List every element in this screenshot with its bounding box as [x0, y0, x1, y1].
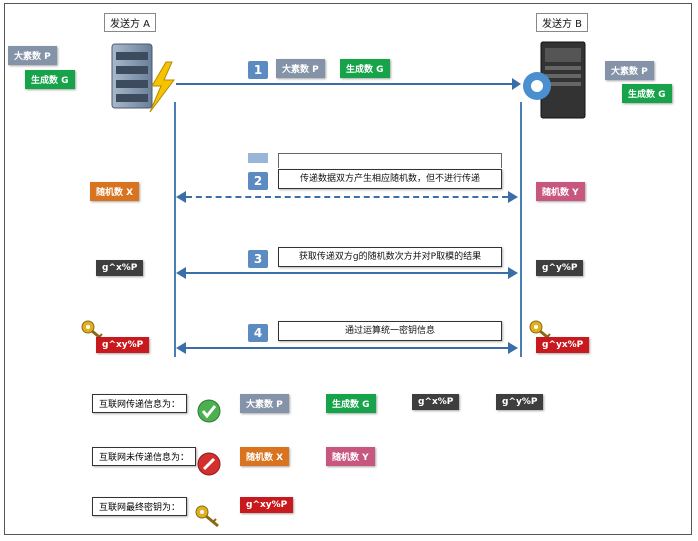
- arrow-1: [176, 83, 514, 85]
- rand-x-tag-a: 随机数 X: [90, 182, 140, 201]
- arrow-2-head-right: [508, 191, 518, 203]
- step-2-ghost-box: [278, 153, 502, 168]
- gen-g-tag-legend: 生成数 G: [326, 394, 376, 413]
- step-2-text: 传递数据双方产生相应随机数，但不进行传递: [278, 169, 502, 189]
- gxyp-tag-a: g^xy%P: [96, 337, 150, 353]
- legend-transmitted-label: 互联网传递信息为：: [92, 394, 188, 413]
- rand-y-tag-legend: 随机数 Y: [326, 447, 375, 466]
- legend-final-key-label: 互联网最终密钥为：: [92, 497, 188, 516]
- arrow-4-head-left: [176, 342, 186, 354]
- rand-x-tag-legend: 随机数 X: [240, 447, 290, 466]
- lane-b: [520, 102, 522, 357]
- arrow-2-head-left: [176, 191, 186, 203]
- gen-g-tag-b: 生成数 G: [622, 84, 672, 103]
- arrow-2: [186, 196, 508, 198]
- gen-g-tag-step1: 生成数 G: [340, 59, 390, 78]
- server-lightning-icon: [111, 43, 175, 113]
- step-3-text: 获取传递双方g的随机数次方并对P取模的结果: [278, 247, 502, 267]
- prime-p-tag-b: 大素数 P: [605, 61, 654, 80]
- legend-not-transmitted-label: 互联网未传递信息为：: [92, 447, 197, 466]
- step-4-text: 通过运算统一密钥信息: [278, 321, 502, 341]
- cross-icon: [197, 452, 221, 476]
- step-1-num: 1: [248, 61, 268, 79]
- arrow-3-head-right: [508, 267, 518, 279]
- sender-a-label: 发送方 A: [104, 13, 157, 32]
- gyp-tag-b: g^y%P: [536, 260, 584, 276]
- step-2-num: 2: [248, 172, 268, 190]
- prime-p-tag-a: 大素数 P: [8, 46, 57, 65]
- server-gear-icon: [523, 41, 586, 119]
- sender-b-label: 发送方 B: [536, 13, 589, 32]
- step-3-num: 3: [248, 250, 268, 268]
- arrow-4: [186, 347, 508, 349]
- lane-a: [174, 102, 176, 357]
- step-4-num: 4: [248, 324, 268, 342]
- arrow-4-head-right: [508, 342, 518, 354]
- gyxp-tag-b: g^yx%P: [536, 337, 590, 353]
- prime-p-tag-step1: 大素数 P: [276, 59, 325, 78]
- rand-y-tag-b: 随机数 Y: [536, 182, 585, 201]
- gxyp-tag-legend: g^xy%P: [240, 497, 294, 513]
- prime-p-tag-legend: 大素数 P: [240, 394, 289, 413]
- gen-g-tag-a: 生成数 G: [25, 70, 75, 89]
- gxp-tag-a: g^x%P: [96, 260, 144, 276]
- step-2-ghost-num: [248, 153, 268, 163]
- gxp-tag-legend: g^x%P: [412, 394, 460, 410]
- key-icon: [195, 505, 219, 528]
- check-icon: [197, 399, 221, 423]
- arrow-1-head: [512, 78, 521, 90]
- arrow-3-head-left: [176, 267, 186, 279]
- gyp-tag-legend: g^y%P: [496, 394, 544, 410]
- arrow-3: [186, 272, 508, 274]
